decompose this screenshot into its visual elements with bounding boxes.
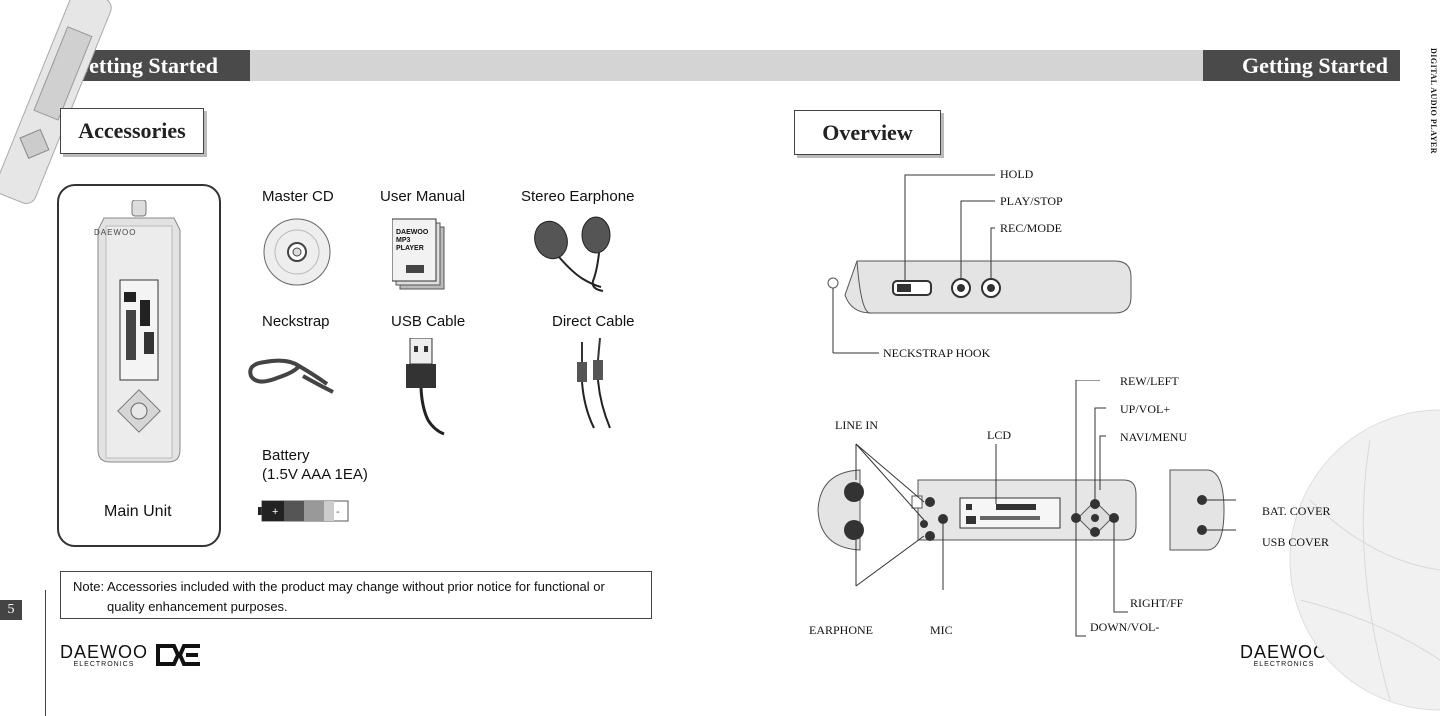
direct-cable-icon (577, 338, 611, 429)
brand-name: DAEWOO (60, 642, 149, 662)
usb-cable-label: USB Cable (391, 313, 466, 330)
callout-line-in: LINE IN (835, 418, 878, 432)
daewoo-mark-icon (156, 644, 201, 666)
callout-hold: HOLD (1000, 167, 1034, 181)
direct-cable-label: Direct Cable (552, 313, 635, 330)
user-manual-label: User Manual (380, 188, 466, 205)
svg-text:-: - (336, 506, 340, 518)
header-bar (60, 50, 1400, 81)
stereo-earphone-label: Stereo Earphone (521, 188, 635, 205)
device-front-view (817, 380, 1236, 637)
callout-usb-cover: USB COVER (1262, 535, 1330, 549)
brand-sub: ELECTRONICS (73, 661, 135, 668)
callout-play-stop: PLAY/STOP (1000, 194, 1063, 208)
main-unit-illustration (97, 200, 181, 463)
note-line-1: Note: Accessories included with the prod… (73, 579, 605, 594)
left-header-title: Getting Started (60, 50, 250, 81)
side-vertical-text: DIGITAL AUDIO PLAYER (1429, 48, 1438, 155)
note-line-2: quality enhancement purposes. (107, 599, 288, 614)
accessories-title: Accessories (60, 108, 204, 154)
left-margin-line (45, 590, 46, 716)
callout-bat-cover: BAT. COVER (1262, 504, 1331, 518)
battery-icon: + - (258, 500, 349, 522)
left-brand-logo: DAEWOO ELECTRONICS (60, 642, 202, 668)
neckstrap-icon (248, 358, 334, 394)
globe-watermark (1289, 409, 1440, 711)
left-page-number: 5 (0, 600, 22, 620)
user-manual-icon (392, 218, 445, 290)
battery-label: Battery (262, 447, 310, 464)
usb-cable-icon (406, 338, 445, 436)
corner-device-illustration (0, 0, 112, 204)
manual-cover-text: DAEWOO MP3 PLAYER (396, 229, 429, 252)
right-header-title: Getting Started (1203, 50, 1400, 81)
callout-mic: MIC (930, 623, 953, 637)
main-unit-label: Main Unit (104, 503, 172, 520)
brand-name-right: DAEWOO (1240, 642, 1329, 662)
main-unit-box (57, 184, 221, 547)
brand-sub-right: ELECTRONICS (1253, 661, 1315, 668)
master-cd-icon (263, 218, 331, 286)
callout-down-vol: DOWN/VOL- (1090, 620, 1160, 634)
callout-up-vol: UP/VOL+ (1120, 402, 1171, 416)
callout-right-ff: RIGHT/FF (1130, 596, 1184, 610)
stereo-earphone-icon (534, 216, 611, 292)
neckstrap-label: Neckstrap (262, 313, 330, 330)
device-side-view (827, 174, 1132, 354)
note-box: Note: Accessories included with the prod… (60, 571, 652, 619)
callout-neckstrap-hook: NECKSTRAP HOOK (883, 346, 991, 360)
overview-title: Overview (794, 110, 941, 155)
callout-rew-left: REW/LEFT (1120, 374, 1179, 388)
battery-spec-label: (1.5V AAA 1EA) (262, 466, 368, 483)
master-cd-label: Master CD (262, 188, 334, 205)
callout-navi-menu: NAVI/MENU (1120, 430, 1188, 444)
device-brand-text: DAEWOO (94, 228, 137, 237)
svg-text:+: + (272, 506, 278, 518)
callout-lcd: LCD (987, 428, 1011, 442)
callout-rec-mode: REC/MODE (1000, 221, 1063, 235)
callout-earphone: EARPHONE (809, 623, 874, 637)
